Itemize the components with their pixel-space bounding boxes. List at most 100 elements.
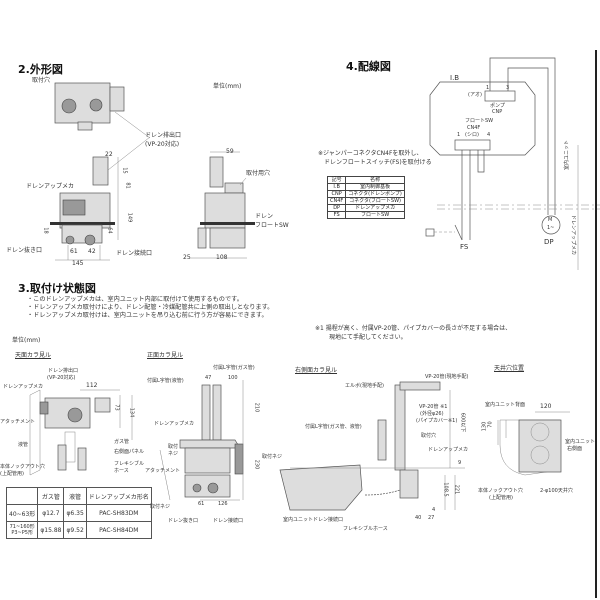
front-mount-screw-2: ネジ [168, 451, 179, 457]
front-l-pipe-gas: 付属L字管(ガス管) [213, 365, 255, 371]
ceiling-hole-unit-right-2: 右側面 [567, 446, 583, 452]
spec-gas: φ12.7 [37, 504, 65, 522]
ground-symbol [425, 228, 435, 237]
ceiling-liquid-pipe: 液管 [18, 442, 29, 448]
side-dim-221: 221 [453, 484, 460, 495]
mount-hole-side-label: 取付用穴 [246, 170, 271, 177]
fs-label: FS [460, 243, 469, 251]
ceiling-flex-hose-2: ホース [114, 468, 129, 474]
side-vp20-1: VP-20管 ※1 [419, 404, 448, 410]
ceiling-dim-112: 112 [86, 382, 98, 389]
ceiling-drain-outlet-spec: (VP-20対応) [47, 375, 76, 381]
spec-model: PAC-SH83DM [85, 504, 152, 522]
side-vp20-3: (パイプカバー※1) [416, 418, 458, 424]
wiring-section-title: 4.配線図 [346, 60, 391, 73]
drain-plug-label: ドレン抜き口 [6, 247, 43, 254]
pin-1-top: 1 [486, 85, 490, 91]
front-drain-up-mech: ドレンアップメカ [154, 421, 195, 427]
ceiling-hole-unit-back: 室内ユニット背面 [485, 402, 526, 408]
ceiling-hole-dim-120: 120 [540, 403, 552, 410]
ceiling-right-panel: 右側面パネル [114, 449, 145, 455]
pin-1-bottom: 1 [457, 132, 461, 138]
shiro-label: (シロ) [465, 132, 479, 138]
side-l-pipe: 付属L字管(ガス管、液管) [305, 424, 362, 430]
front-mount-screw-1: 取付 [168, 444, 179, 450]
ceiling-hole-knockout-1: 本体ノックアウト穴 [478, 488, 523, 494]
drain-up-mech-label: ドレンアップメカ [26, 183, 75, 190]
dim-42: 42 [88, 248, 96, 255]
ceiling-hole-dim-70: 70 [487, 421, 494, 428]
mount-hole-label: 取付穴 [32, 77, 51, 84]
ceiling-drain-outlet: ドレン排出口 [48, 368, 79, 374]
side-view-title: 右側面カラ見ル [295, 367, 338, 374]
dim-59: 59 [226, 148, 234, 155]
float-sw-label-1: ドレン [255, 213, 274, 220]
side-drain-up-mech: ドレンアップメカ [428, 447, 469, 453]
footnote-2: 現地にて手配してください。 [329, 334, 407, 341]
dim-61: 61 [70, 248, 78, 255]
cn4f-label: CN4F [467, 125, 481, 131]
front-dim-61: 61 [198, 501, 205, 507]
motor-symbol [541, 215, 561, 235]
motor-label: M [548, 217, 553, 223]
side-dim-40: 40 [415, 515, 422, 521]
cnp-connector [484, 90, 516, 102]
side-mount-hole: 取付穴 [421, 433, 437, 439]
front-dim-47: 47 [205, 375, 212, 381]
ceiling-flex-hose-1: フレキシブル [114, 461, 145, 467]
pump-label: ポンプ [490, 103, 505, 109]
ao-label: (アオ) [468, 92, 482, 98]
spec-table: ガス管 液管 ドレンアップメカ形名 40~63形 φ12.7 φ6.35 PAC… [5, 487, 152, 539]
front-view-unit [50, 136, 151, 261]
float-sw-label-2: フロートSW [255, 222, 289, 229]
ceiling-hole-dim-130: 130 [481, 421, 488, 432]
ceiling-hole-drawing [497, 411, 570, 476]
side-elbow: エルボ(現地手配) [345, 383, 384, 389]
side-dim-27: 27 [428, 515, 435, 521]
ceiling-knockout-2: (上配管用) [0, 471, 24, 477]
drain-connect-label: ドレン接続口 [116, 250, 153, 257]
ib-board-outline [429, 81, 536, 156]
front-dim-126: 126 [218, 501, 228, 507]
front-drain-connect: ドレン接続口 [213, 518, 244, 524]
drain-outlet-label: ドレン排出口 [145, 132, 182, 139]
ceiling-knockout-1: 本体ノックアウト穴 [0, 464, 45, 470]
dim-108: 108 [216, 254, 228, 261]
spec-row: 71~160形 P3~P5形 φ15.88 φ9.52 PAC-SH84DM [5, 521, 152, 539]
dim-145: 145 [72, 260, 84, 267]
spec-size: 71~160形 P3~P5形 [5, 521, 39, 539]
spec-header-row: ガス管 液管 ドレンアップメカ形名 [5, 487, 152, 505]
front-mount-screw-right: 取付ネジ [262, 454, 283, 460]
side-dim-600: 600以下 [459, 412, 466, 433]
side-flex-hose: フレキシブルホース [343, 526, 388, 532]
spec-header-blank [5, 487, 39, 505]
ceiling-gas-pipe: ガス管 [114, 439, 130, 445]
ceiling-attachment: アタッチメント [0, 419, 36, 425]
spec-gas: φ15.88 [37, 521, 65, 539]
ceiling-view-drawing [29, 389, 133, 476]
spec-header-liquid: 液管 [63, 487, 87, 505]
front-dim-100: 100 [228, 375, 238, 381]
dim-25: 25 [183, 254, 191, 261]
side-unit-drain: 室内ユニットドレン接続口 [283, 517, 344, 523]
legend-symbol: FS [326, 211, 347, 219]
dim-22: 22 [105, 151, 113, 158]
outline-section-title: 2.外形図 [18, 63, 63, 76]
wiring-note-1: ※ジャンパーコネクタCN4Fを取外し、 [318, 150, 423, 157]
front-dim-210: 210 [253, 402, 260, 413]
front-drain-plug: ドレン抜き口 [168, 518, 199, 524]
side-vp20-2: (外径φ26) [420, 411, 444, 417]
ceiling-drain-up-mech: ドレンアップメカ [3, 384, 44, 390]
wiring-note-2: ドレンフロートスイッチ(FS)を取付ける [324, 159, 432, 166]
ceiling-hole-holes: 2-φ100天井穴 [540, 488, 573, 494]
install-description: ・このドレンアップメカは、室内ユニット内部に取付けて使用するものです。 ・ドレン… [27, 296, 273, 320]
top-view-unit [54, 82, 151, 139]
install-unit-label: 単位(mm) [12, 337, 41, 344]
install-line: ・ドレンアップメカ取付けにより、ドレン配管・冷媒配管共に上側の取出しとなります。 [27, 304, 274, 311]
pump-wire-2 [507, 67, 549, 215]
cn4f-connector [454, 139, 491, 151]
jumper-loop [477, 150, 485, 173]
side-dim-9: 9 [458, 460, 462, 466]
